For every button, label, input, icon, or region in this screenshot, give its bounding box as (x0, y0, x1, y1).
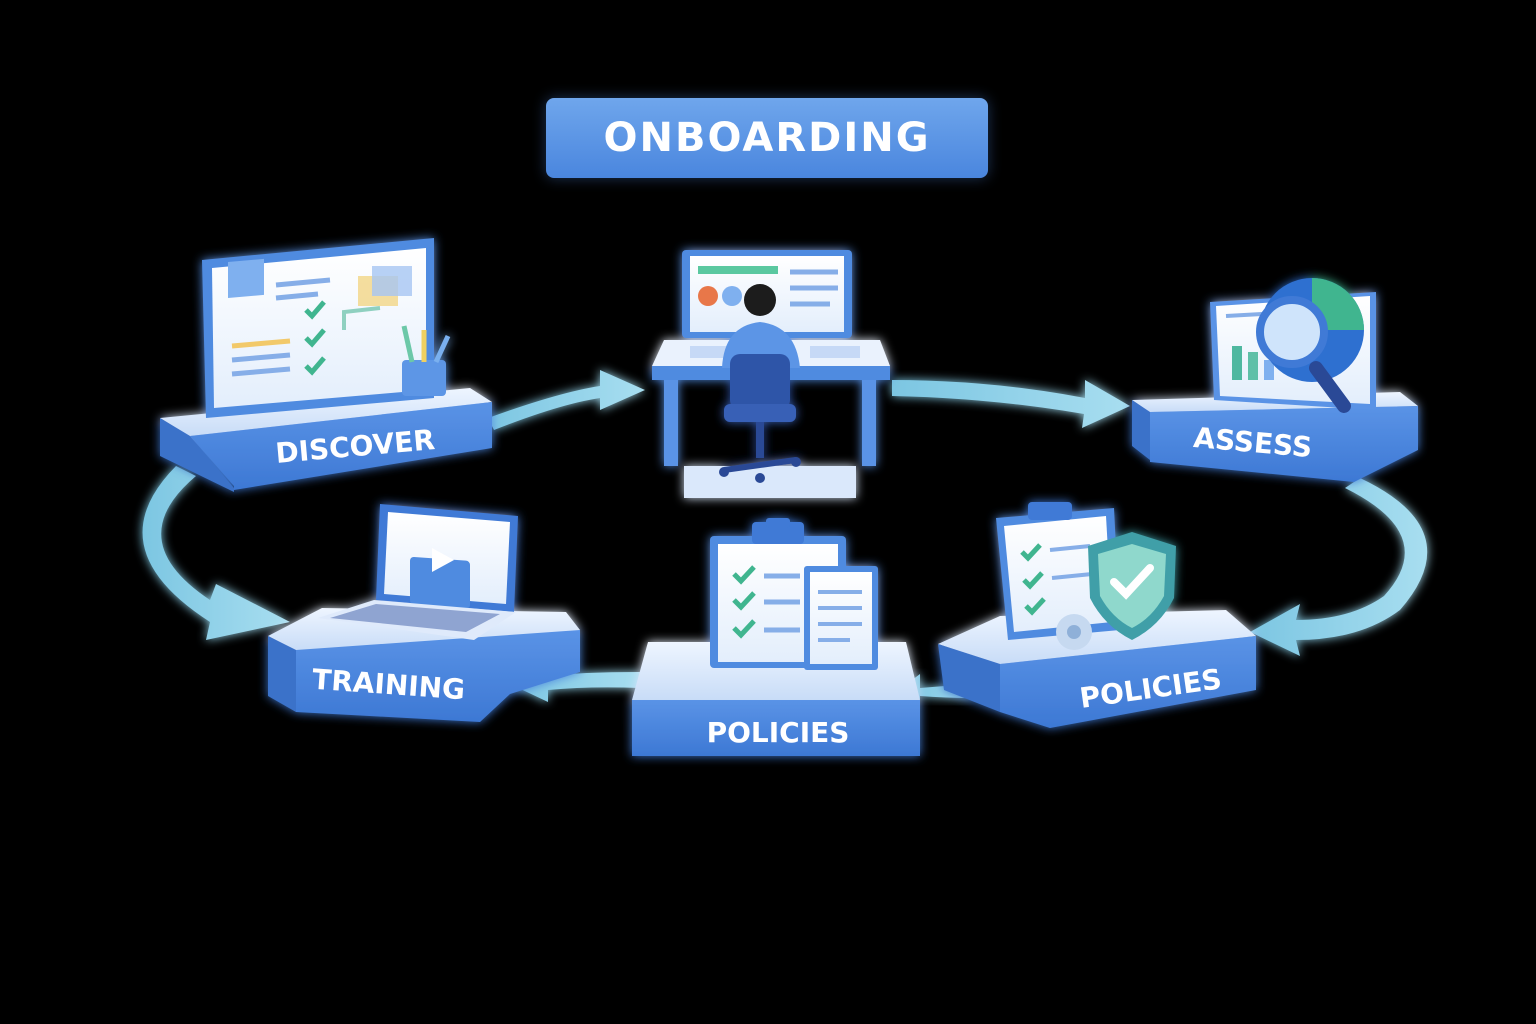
arrow-discover-to-training (142, 466, 290, 640)
stage-discover: DISCOVER (160, 238, 492, 492)
arrow-assess-to-policies-right (1250, 478, 1428, 656)
stage-training: TRAINING (268, 504, 580, 722)
office-chair-icon (719, 354, 801, 483)
stage-policies-right: POLICIES (938, 502, 1256, 728)
laptop-icon (318, 504, 518, 640)
title-banner: ONBOARDING (546, 98, 988, 178)
arrow-center-to-assess (892, 380, 1130, 428)
magnifier-icon (1256, 296, 1351, 413)
stage-policies-center: POLICIES (632, 518, 920, 756)
arrow-discover-to-center (488, 370, 645, 430)
stage-center-workstation (652, 250, 890, 498)
document-icon (804, 566, 878, 670)
stage-assess: ASSESS (1132, 278, 1418, 482)
presentation-board-icon (202, 238, 434, 418)
security-shield-icon (1088, 532, 1176, 640)
title-text: ONBOARDING (603, 115, 931, 161)
label-policies-center: POLICIES (707, 716, 850, 749)
pencil-cup-icon (401, 325, 451, 396)
checklist-clipboard-icon (996, 502, 1120, 640)
gear-icon (1056, 614, 1092, 650)
